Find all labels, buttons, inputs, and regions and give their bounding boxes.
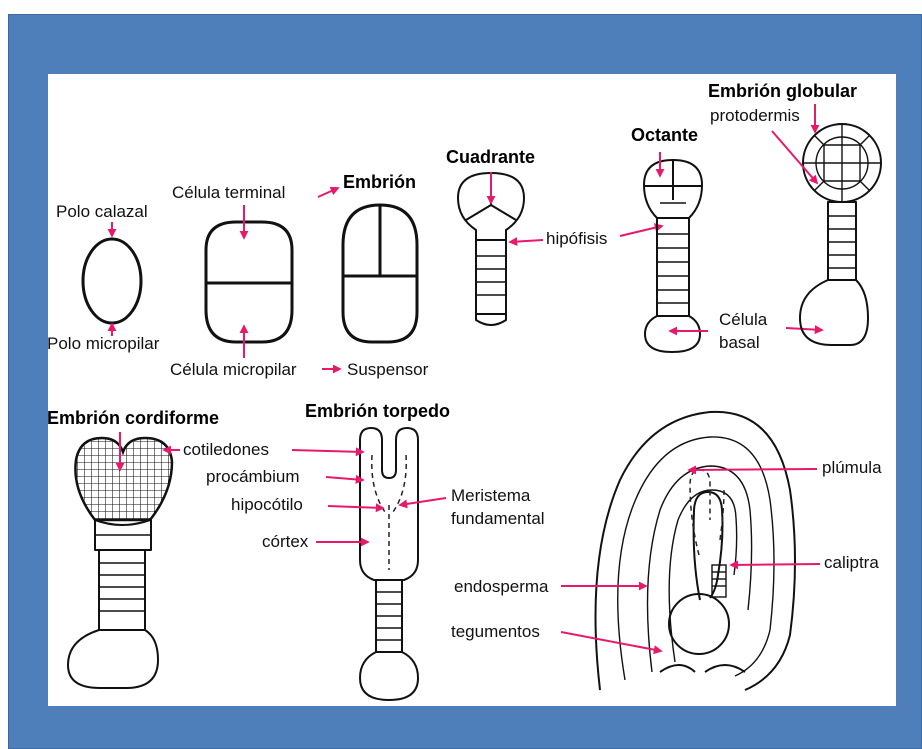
arrow-basal-2 <box>786 328 822 330</box>
title-embrion: Embrión <box>343 172 416 192</box>
octant-embryo <box>644 160 702 352</box>
arrow-caliptra <box>731 564 820 565</box>
label-polo-micropilar: Polo micropilar <box>47 334 160 353</box>
label-cotiledones: cotiledones <box>183 440 269 459</box>
two-cell-embryo <box>206 222 292 342</box>
label-tegumentos: tegumentos <box>451 622 540 641</box>
label-polo-calazal: Polo calazal <box>56 202 148 221</box>
three-cell-embryo <box>343 205 417 342</box>
arrow-hipofisis-1 <box>510 240 543 242</box>
label-hipocotilo: hipocótilo <box>231 495 303 514</box>
arrow-meristema <box>400 498 446 505</box>
arrow-to-embrion <box>318 188 338 197</box>
arrow-tegumentos <box>561 632 661 651</box>
label-celula-terminal: Célula terminal <box>172 183 285 202</box>
label-caliptra: caliptra <box>824 553 879 572</box>
title-embrion-torpedo: Embrión torpedo <box>305 401 450 421</box>
arrow-hipofisis-2 <box>620 226 662 236</box>
label-basal: basal <box>719 333 760 352</box>
title-embrion-cordiforme: Embrión cordiforme <box>47 408 219 428</box>
label-meristema: Meristema <box>451 486 531 505</box>
label-celula: Célula <box>719 310 768 329</box>
arrow-procambium <box>326 477 363 480</box>
label-cortex: córtex <box>262 532 309 551</box>
arrow-hipocotilo <box>328 506 383 508</box>
globular-embryo <box>800 124 881 345</box>
label-plumula: plúmula <box>822 458 882 477</box>
zygote-cell <box>83 239 141 323</box>
torpedo-embryo <box>360 428 418 700</box>
label-procambium: procámbium <box>206 467 300 486</box>
title-embrion-globular: Embrión globular <box>708 81 857 101</box>
label-suspensor: Suspensor <box>347 360 429 379</box>
label-hipofisis: hipófisis <box>546 229 607 248</box>
label-celula-micropilar: Célula micropilar <box>170 360 297 379</box>
label-protodermis: protodermis <box>710 106 800 125</box>
arrow-plumula <box>689 469 817 470</box>
title-cuadrante: Cuadrante <box>446 147 535 167</box>
title-octante: Octante <box>631 125 698 145</box>
seed-embryo <box>596 412 796 690</box>
label-endosperma: endosperma <box>454 577 549 596</box>
label-fundamental: fundamental <box>451 509 545 528</box>
arrow-cotiledones-2 <box>292 450 363 452</box>
heart-embryo <box>68 438 172 688</box>
